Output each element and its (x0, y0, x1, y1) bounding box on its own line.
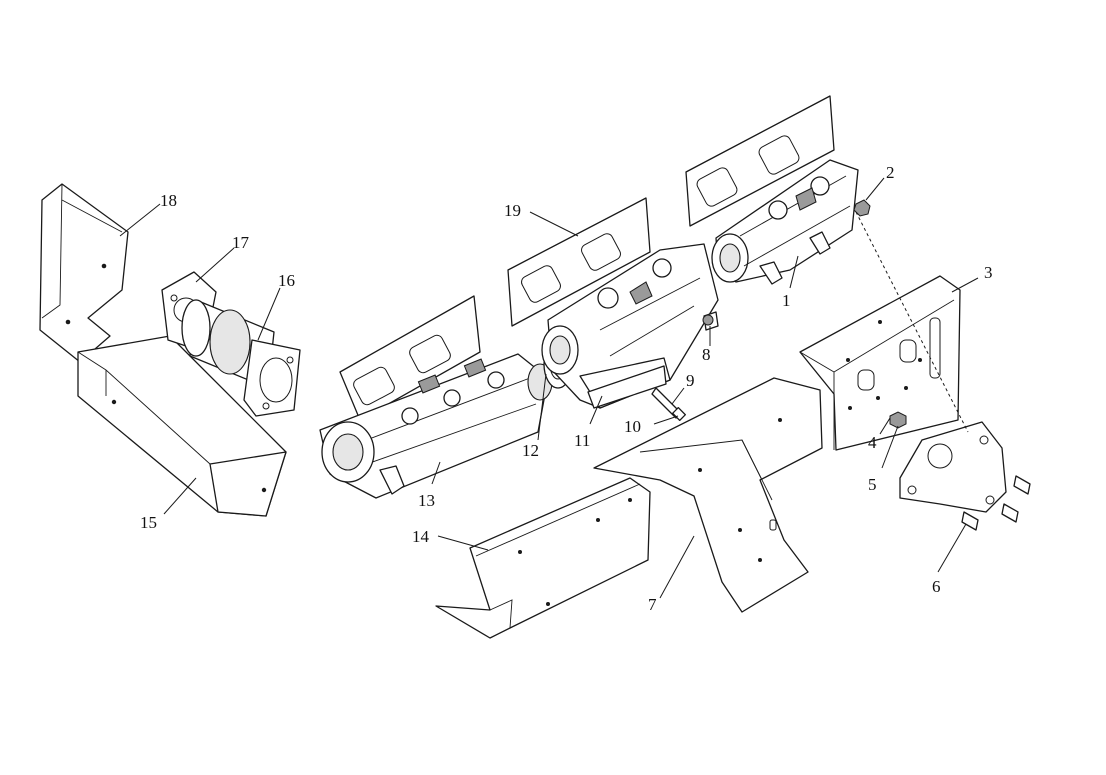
leader-lines (119, 177, 979, 599)
part-7-center-heat-shield (593, 377, 823, 613)
part-19-manifold-gasket (507, 197, 651, 327)
part-3-bracket-plate (799, 275, 961, 451)
callout-15: 15 (140, 513, 157, 532)
callout-7: 7 (648, 595, 657, 614)
callout-10: 10 (624, 417, 641, 436)
callout-17: 17 (232, 233, 250, 252)
bolt-group (961, 475, 1031, 531)
part-11-turbo-housing (541, 243, 719, 409)
part-9-bolt (651, 387, 687, 422)
part-14-lower-channel-shield (435, 477, 651, 639)
part-15-lower-heat-shield (77, 335, 287, 517)
part-13-exhaust-manifold-left (319, 295, 553, 499)
callout-14: 14 (412, 527, 430, 546)
callout-4: 4 (868, 433, 877, 452)
part-1-exhaust-manifold-right (711, 159, 859, 285)
callout-16: 16 (278, 271, 295, 290)
callout-19: 19 (504, 201, 521, 220)
callout-11: 11 (574, 431, 590, 450)
callout-8: 8 (702, 345, 711, 364)
alignment-line (855, 211, 969, 433)
callout-labels: 1 2 3 4 5 6 7 8 9 10 11 12 13 14 15 16 1… (140, 163, 993, 614)
callout-13: 13 (418, 491, 435, 510)
callout-1: 1 (782, 291, 791, 310)
callout-12: 12 (522, 441, 539, 460)
callout-18: 18 (160, 191, 177, 210)
callout-2: 2 (886, 163, 895, 182)
part-19-rear-gasket (685, 95, 835, 227)
callout-6: 6 (932, 577, 941, 596)
part-2-nut (853, 199, 871, 217)
part-4-5-nut-washer (889, 411, 907, 429)
part-6-support-bracket (899, 421, 1031, 531)
part-8-stud (702, 311, 719, 331)
part-16-flex-pipe (181, 299, 301, 417)
callout-3: 3 (984, 263, 993, 282)
callout-5: 5 (868, 475, 877, 494)
callout-9: 9 (686, 371, 695, 390)
part-18-upper-heat-shield (39, 183, 129, 363)
